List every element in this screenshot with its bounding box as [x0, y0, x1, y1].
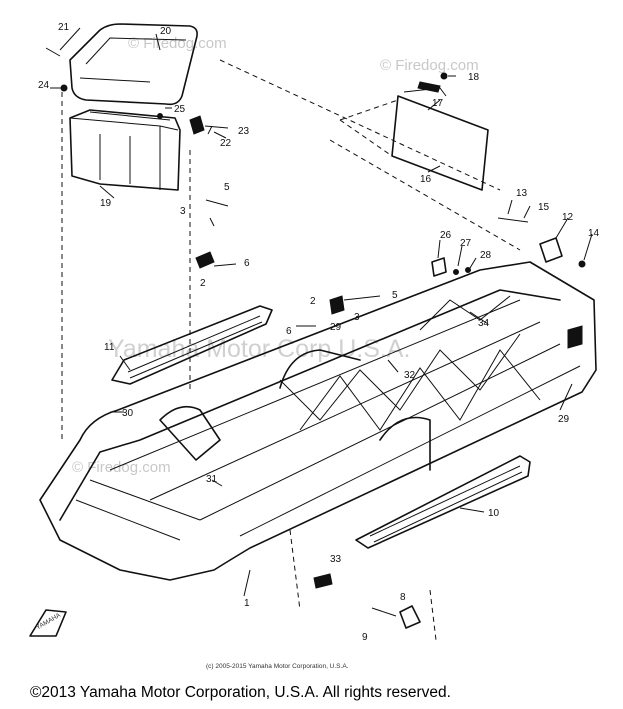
watermark-top-right: © Firedog.com — [380, 57, 479, 74]
callout-6: 6 — [286, 326, 292, 337]
callout-29: 29 — [330, 322, 342, 333]
screw-9 — [371, 607, 397, 617]
callout-2: 2 — [200, 278, 206, 289]
callout-3: 3 — [354, 312, 360, 323]
left-running-board — [111, 305, 273, 385]
rubber-33 — [313, 573, 333, 589]
guide-line — [329, 139, 521, 251]
callout-21: 21 — [58, 22, 70, 33]
guide-line — [219, 59, 501, 191]
rear-panel — [339, 81, 489, 191]
callout-26: 26 — [440, 230, 452, 241]
bolt-14 — [578, 260, 586, 268]
callout-30: 30 — [122, 408, 134, 419]
watermark-top-center: © Firedog.com — [128, 35, 227, 52]
watermark-middle-left: © Firedog.com — [72, 459, 171, 476]
callout-27: 27 — [460, 238, 472, 249]
callout-25: 25 — [174, 104, 186, 115]
yamaha-stamp: YAMAHA — [29, 609, 67, 637]
rear-bracket — [539, 237, 563, 263]
bolt-18 — [440, 72, 448, 80]
small-copyright: (c) 2005-2015 Yamaha Motor Corporation, … — [206, 663, 349, 670]
callout-9: 9 — [362, 632, 368, 643]
callout-1: 1 — [244, 598, 250, 609]
callout-29: 29 — [558, 414, 570, 425]
clamp-2 — [195, 251, 215, 269]
callout-15: 15 — [538, 202, 550, 213]
guide-line — [429, 589, 437, 641]
callout-14: 14 — [588, 228, 600, 239]
callout-17: 17 — [432, 98, 444, 109]
clamp-2-b — [329, 295, 345, 315]
callout-33: 33 — [330, 554, 342, 565]
callout-12: 12 — [562, 212, 574, 223]
storage-box — [69, 109, 181, 191]
callout-32: 32 — [404, 370, 416, 381]
screw-23 — [204, 125, 229, 129]
callout-34: 34 — [478, 318, 490, 329]
nut-25 — [157, 113, 163, 119]
callout-19: 19 — [100, 198, 112, 209]
bolt-5-b — [343, 295, 381, 301]
callout-2: 2 — [310, 296, 316, 307]
bracket-8 — [399, 605, 421, 629]
bolt-13 — [497, 217, 529, 223]
main-frame — [39, 261, 597, 581]
callout-22: 22 — [220, 138, 232, 149]
bolt-5 — [205, 199, 229, 227]
nut-27 — [453, 269, 459, 275]
callout-8: 8 — [400, 592, 406, 603]
part-callouts: 1 2 2 3 3 5 5 6 6 8 9 10 11 12 13 14 15 … — [38, 22, 600, 643]
callout-23: 23 — [238, 126, 250, 137]
callout-20: 20 — [160, 26, 172, 37]
footer-copyright: ©2013 Yamaha Motor Corporation, U.S.A. A… — [30, 684, 451, 701]
callout-3: 3 — [180, 206, 186, 217]
callout-6: 6 — [244, 258, 250, 269]
callout-31: 31 — [206, 474, 218, 485]
bolt-6 — [213, 263, 237, 267]
callout-10: 10 — [488, 508, 500, 519]
callout-28: 28 — [480, 250, 492, 261]
bracket-26 — [431, 257, 447, 277]
seat-cover — [69, 23, 198, 106]
hinge-22 — [189, 115, 205, 135]
callout-18: 18 — [468, 72, 480, 83]
right-running-board — [355, 455, 531, 549]
callout-5: 5 — [224, 182, 230, 193]
callout-24: 24 — [38, 80, 50, 91]
callout-11: 11 — [104, 342, 115, 353]
callout-13: 13 — [516, 188, 528, 199]
callout-16: 16 — [420, 174, 432, 185]
leader-lines — [50, 27, 593, 597]
guide-line — [289, 529, 301, 611]
screw-21 — [45, 47, 61, 57]
callout-5: 5 — [392, 290, 398, 301]
washer-28 — [465, 267, 471, 273]
